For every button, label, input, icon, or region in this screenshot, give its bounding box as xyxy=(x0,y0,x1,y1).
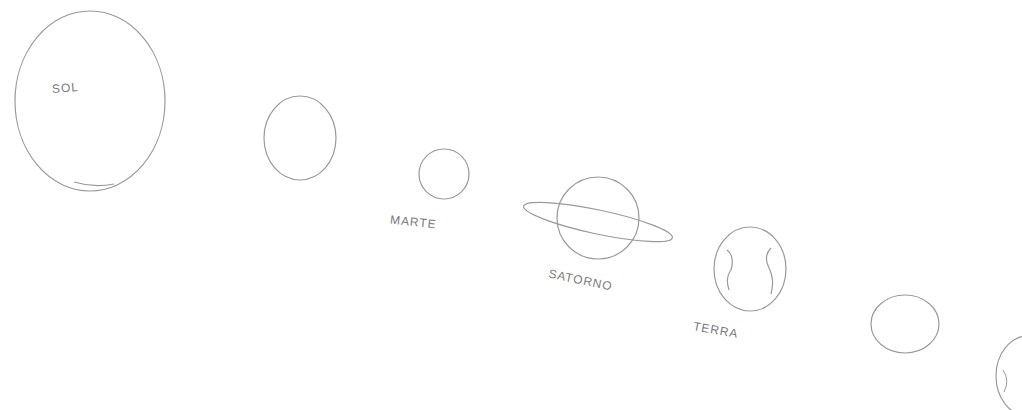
unlabeled-planet xyxy=(264,96,336,180)
planet-ring xyxy=(521,194,675,249)
planet-name: TERRA xyxy=(692,319,739,341)
sun-circle: SOL xyxy=(14,10,166,192)
planet-outline xyxy=(14,10,166,192)
label-holder: MARTE xyxy=(390,212,437,230)
label-holder: SOL xyxy=(52,78,79,96)
planet-outline xyxy=(713,226,787,312)
planet-detail xyxy=(1003,370,1007,392)
continent-line xyxy=(727,250,732,290)
planet-outline xyxy=(556,176,640,260)
planet-outline xyxy=(15,11,165,191)
partial-planet xyxy=(996,336,1022,410)
sketch-stroke xyxy=(74,182,114,186)
planet-outline xyxy=(557,177,639,259)
planet-outline xyxy=(714,227,786,311)
planet-name: MARTE xyxy=(389,213,437,232)
label-holder: TERRA xyxy=(693,320,739,338)
earth-circle: TERRA xyxy=(713,226,787,312)
planet-name: SATORNO xyxy=(547,266,614,293)
planet-name: SOL xyxy=(52,80,80,96)
mars-circle: MARTE xyxy=(418,148,470,200)
planet-outline xyxy=(419,149,469,199)
saturn-circle: SATORNO xyxy=(556,176,640,260)
label-holder: SATORNO xyxy=(548,270,613,288)
unlabeled-planet xyxy=(871,295,939,353)
planet-outline xyxy=(418,148,470,200)
continent-line xyxy=(766,248,772,294)
